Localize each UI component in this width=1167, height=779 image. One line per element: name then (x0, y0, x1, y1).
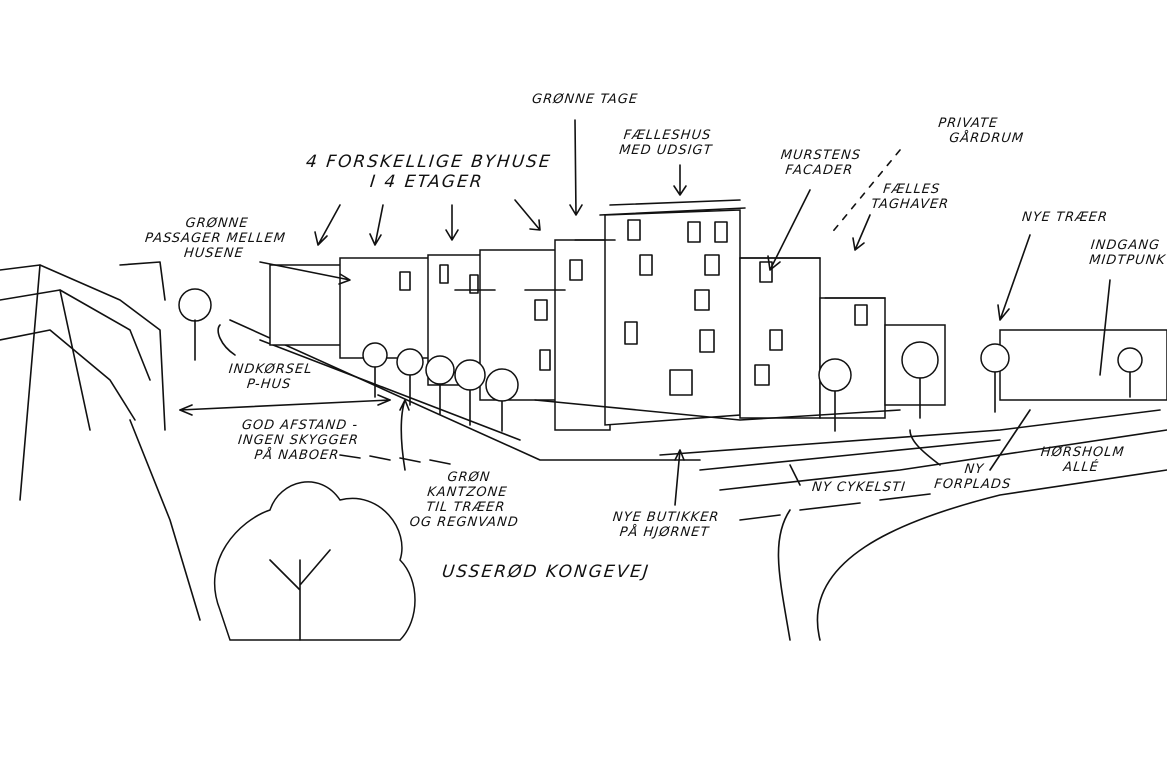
label-line: GOD AFSTAND - (241, 418, 359, 433)
label-line: USSERØD KONGEVEJ (440, 562, 651, 582)
label-line: HØRSHOLM (1040, 445, 1126, 460)
label-line: P-HUS (246, 377, 293, 392)
label-line: GRØN (446, 470, 492, 485)
label-line: FÆLLES (882, 182, 942, 197)
label-groenne-tage: GRØNNE TAGE (531, 92, 639, 107)
label-line: GÅRDRUM (948, 131, 1025, 146)
label-line: NYE TRÆER (1021, 210, 1109, 225)
label-line: KANTZONE (426, 485, 509, 500)
buildings (269, 199, 1167, 431)
label-nye-traeer: NYE TRÆER (1021, 210, 1108, 225)
trees (178, 288, 1143, 641)
label-line: ALLÉ (1062, 460, 1100, 475)
label-line: INGEN SKYGGER (237, 433, 360, 448)
label-line: MURSTENS (780, 148, 862, 163)
label-line: MED UDSIGT (618, 143, 714, 158)
label-line: GRØNNE (184, 216, 250, 231)
label-line: PASSAGER MELLEM (144, 231, 287, 246)
label-line: PRIVATE (937, 116, 999, 131)
label-line: 4 FORSKELLIGE BYHUSE (305, 152, 553, 172)
label-line: NY (963, 462, 985, 477)
label-line: NYE BUTIKKER (612, 510, 721, 525)
label-line: INDGANG (1090, 238, 1161, 253)
label-ny-cykelsti: NY CYKELSTI (811, 480, 906, 495)
label-line: FÆLLESHUS (622, 128, 712, 143)
annotation-arrows (217, 119, 1111, 506)
label-line: NY CYKELSTI (811, 480, 907, 495)
label-line: FORPLADS (933, 477, 1012, 492)
label-byhuse: 4 FORSKELLIGE BYHUSEi 4 ETAGER (303, 152, 553, 192)
label-line: INDKØRSEL (228, 362, 314, 377)
neighbor-houses (0, 261, 166, 501)
label-line: OG REGNVAND (408, 515, 520, 530)
roads (129, 319, 1167, 641)
label-line: GRØNNE TAGE (531, 92, 639, 107)
label-line: PÅ NABOER (253, 448, 341, 463)
label-line: FACADER (784, 163, 854, 178)
label-line: TAGHAVER (870, 197, 950, 212)
label-line: PÅ HJØRNET (618, 525, 711, 540)
label-line: TIL TRÆER (425, 500, 507, 515)
label-line: HUSENE (183, 246, 245, 261)
label-line: MIDTPUNKT (1088, 253, 1167, 268)
label-line: i 4 ETAGER (368, 172, 485, 192)
label-usseroed-kongevej: USSERØD KONGEVEJ (441, 562, 651, 582)
